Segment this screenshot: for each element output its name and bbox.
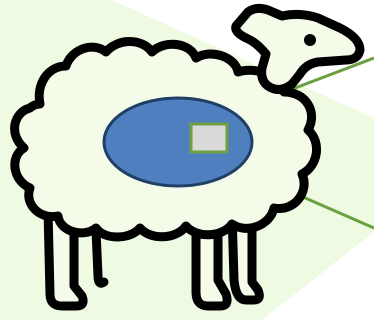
detail-square xyxy=(191,124,227,152)
sheep-eye xyxy=(304,34,316,46)
highlighted-region-ellipse xyxy=(104,98,252,186)
